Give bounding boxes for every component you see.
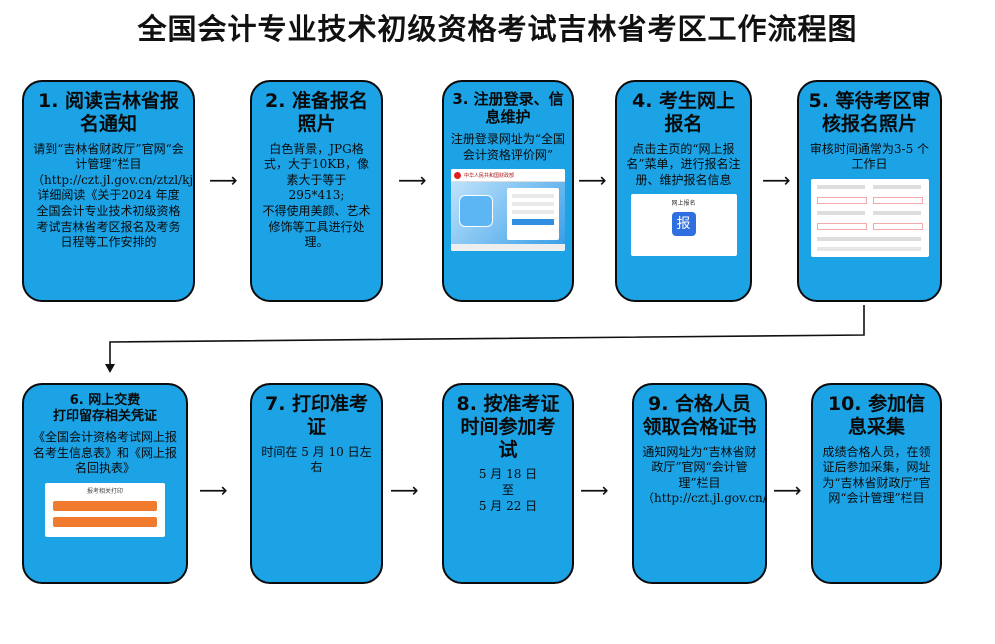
arrow-icon: ⟶ [209,168,238,192]
print-title: 报考相关打印 [86,487,123,495]
login-page-screenshot: 中华人民共和国财政部 [451,169,565,252]
report-glyph: 报 [676,216,691,233]
step-6-pay-and-print: 6. 网上交费 打印留存相关凭证 《全国会计资格考试网上报名考生信息表》和《网上… [22,383,188,584]
step-2-prepare-photo: 2. 准备报名照片 白色背景，JPG格式，大于10KB，像素大于等于295*41… [250,80,383,302]
step-body: 点击主页的“网上报名”菜单，进行报名注册、维护报名信息 [626,141,741,187]
online-report-screenshot: 网上报名 报 [630,194,737,257]
step-body: 成绩合格人员，在领证后参加采集，网址为“吉林省财政厅”官网“会计管理”栏目 [822,444,931,506]
emblem-icon [454,171,461,179]
arrow-icon: ⟶ [398,168,427,192]
step-title: 3. 注册登录、信息维护 [452,90,564,126]
step-10-info-collection: 10. 参加信息采集 成绩合格人员，在领证后参加采集，网址为“吉林省财政厅”官网… [811,383,942,584]
step-3-register-login: 3. 注册登录、信息维护 注册登录网址为“全国会计资格评价网” 中华人民共和国财… [442,80,574,302]
step-1-read-notice: 1. 阅读吉林省报名通知 请到“吉林省财政厅”官网“会计管理”栏目（http:/… [22,80,195,302]
arrow-icon: ⟶ [578,168,607,192]
step-title: 5. 等待考区审核报名照片 [808,90,931,135]
arrow-icon: ⟶ [199,478,228,502]
step-5-wait-photo-review: 5. 等待考区审核报名照片 审核时间通常为3-5 个工作日 [797,80,942,302]
step-body: 通知网址为“吉林省财政厅”官网“会计管理”栏目（http://czt.jl.go… [642,444,767,506]
step-9-collect-certificate: 9. 合格人员领取合格证书 通知网址为“吉林省财政厅”官网“会计管理”栏目（ht… [632,383,767,584]
step-7-print-admission: 7. 打印准考证 时间在 5 月 10 日左右 [250,383,383,584]
step-title: 10. 参加信息采集 [827,393,926,438]
step-title: 2. 准备报名照片 [264,90,369,135]
report-title: 网上报名 [671,200,696,208]
step-title: 1. 阅读吉林省报名通知 [37,90,180,135]
arrow-icon: ⟶ [580,478,609,502]
step-8-take-exam: 8. 按准考证时间参加考试 5 月 18 日 至 5 月 22 日 [442,383,574,584]
step-body: 注册登录网址为“全国会计资格评价网” [450,132,566,162]
login-header: 中华人民共和国财政部 [464,172,515,179]
step-body: 5 月 18 日 至 5 月 22 日 [478,467,538,513]
step-body: 请到“吉林省财政厅”官网“会计管理”栏目（http://czt.jl.gov.c… [32,141,194,250]
step-body: 审核时间通常为3-5 个工作日 [809,141,930,172]
step-title: 7. 打印准考证 [264,393,369,438]
arrow-icon: ⟶ [773,478,802,502]
print-options-screenshot: 报考相关打印 [45,482,165,537]
review-form-screenshot [810,178,929,257]
step-body: 白色背景，JPG格式，大于10KB，像素大于等于295*413; 不得使用美颜、… [262,141,371,250]
step-title: 9. 合格人员领取合格证书 [642,393,757,438]
step-title: 4. 考生网上报名 [631,90,736,135]
step-body: 《全国会计资格考试网上报名考生信息表》和《网上报名回执表》 [32,430,177,476]
arrow-icon: ⟶ [762,168,791,192]
arrow-icon: ⟶ [390,478,419,502]
page-title: 全国会计专业技术初级资格考试吉林省考区工作流程图 [137,12,858,46]
step-body: 时间在 5 月 10 日左右 [261,444,372,475]
report-icon: 报 [671,212,696,237]
step-title: 8. 按准考证时间参加考试 [456,393,560,461]
step-title: 6. 网上交费 打印留存相关凭证 [52,393,157,424]
step-4-online-registration: 4. 考生网上报名 点击主页的“网上报名”菜单，进行报名注册、维护报名信息 网上… [615,80,752,302]
